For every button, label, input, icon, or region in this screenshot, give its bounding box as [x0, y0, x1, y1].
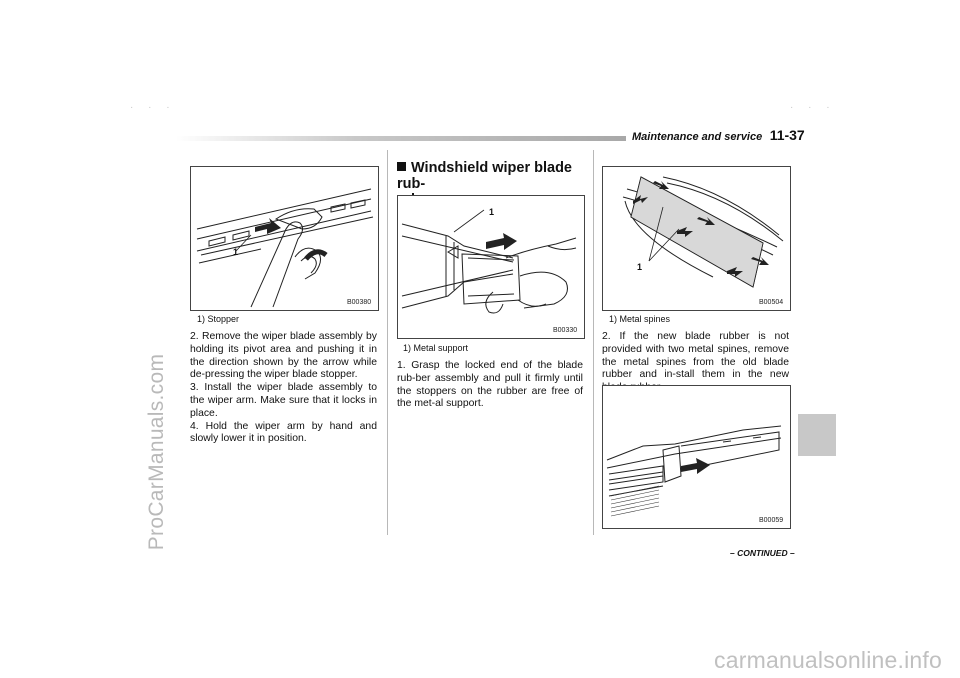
column-divider-right: [593, 150, 594, 535]
heading-line-1: Windshield wiper blade rub-: [397, 160, 573, 192]
section-title: Maintenance and service: [632, 131, 763, 143]
heading-square-icon: [397, 162, 406, 171]
caption-metal-support: 1) Metal support: [403, 343, 469, 353]
continued-label: – CONTINUED –: [730, 548, 795, 558]
step-1-grasp: 1. Grasp the locked end of the blade rub…: [397, 360, 583, 410]
column-divider-left: [387, 150, 388, 535]
watermark-carmanualsonline: carmanualsonline.info: [714, 647, 942, 673]
figure-callout-1: 1: [637, 262, 643, 272]
figure-metal-support: 1 B00330: [397, 195, 585, 339]
step-4-lower: 4. Hold the wiper arm by hand and slowly…: [190, 420, 377, 445]
step-2-remove: 2. Remove the wiper blade assembly by ho…: [190, 331, 377, 381]
page-number: 11-37: [769, 127, 805, 143]
figure-callout-1: 1: [233, 247, 239, 257]
figure-stopper: 1 B00380: [190, 166, 379, 311]
figure-blade-install: B00059: [602, 385, 791, 529]
blade-install-illustration: [606, 425, 782, 517]
caption-metal-spines: 1) Metal spines: [609, 314, 671, 324]
middle-column-text: 1. Grasp the locked end of the blade rub…: [397, 360, 583, 411]
metal-spines-illustration: [622, 176, 784, 288]
step-3-install: 3. Install the wiper blade assembly to t…: [190, 382, 377, 419]
watermark-left-text: ProCarManuals.com: [145, 353, 168, 551]
crop-marks-right: · · ·: [790, 102, 836, 113]
page-header: Maintenance and service 11-37: [632, 127, 805, 145]
figure-metal-spines: 1 B00504: [602, 166, 791, 311]
header-rule: [176, 136, 626, 141]
figure-code: B00059: [759, 517, 784, 524]
figure-code: B00330: [553, 327, 578, 334]
left-column-text: 2. Remove the wiper blade assembly by ho…: [190, 331, 377, 446]
blade-rubber-illustration: [401, 209, 577, 314]
figure-callout-1: 1: [489, 207, 495, 217]
watermark-procarmanuals: ProCarManuals.com: [137, 250, 177, 670]
wiper-stopper-illustration: [196, 188, 374, 308]
chapter-tab: [798, 414, 836, 456]
crop-marks-left: · · ·: [130, 102, 176, 113]
caption-stopper: 1) Stopper: [197, 314, 240, 324]
figure-code: B00504: [759, 299, 784, 306]
figure-code: B00380: [347, 299, 372, 306]
